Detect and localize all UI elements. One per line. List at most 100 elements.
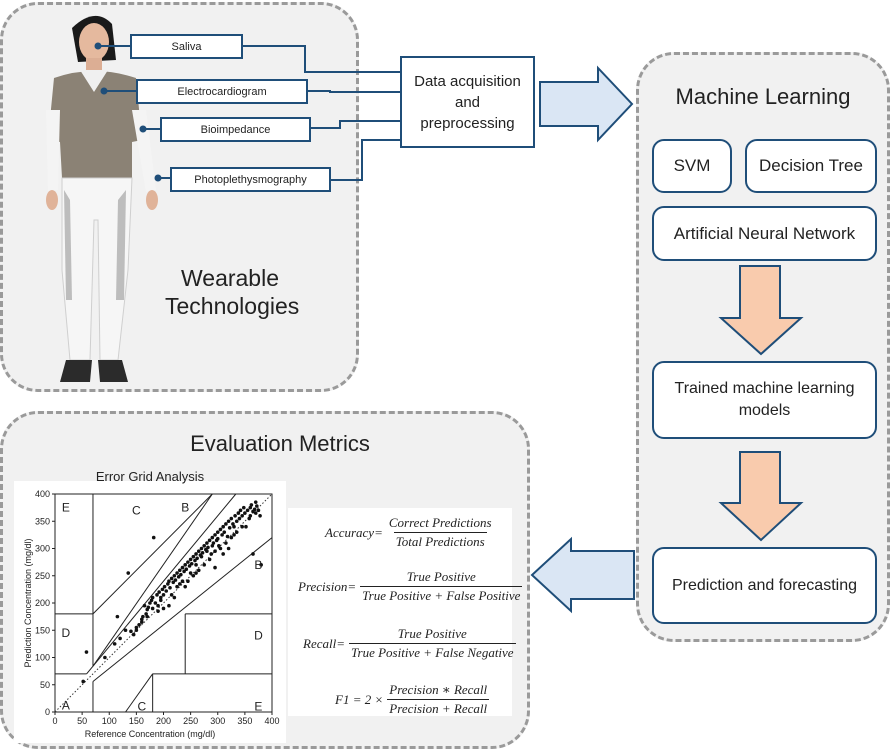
zone-boundary-line — [92, 493, 213, 667]
data-point — [191, 573, 196, 578]
data-point — [221, 552, 225, 556]
recall-numerator: True Positive — [397, 626, 467, 641]
data-point — [258, 514, 262, 518]
data-point — [118, 636, 122, 641]
arrow-to-evaluation — [530, 536, 635, 614]
wearable-title-line2: Technologies — [165, 293, 300, 319]
data-point — [226, 546, 231, 551]
x-tick-label: 0 — [52, 716, 57, 726]
data-point — [249, 503, 254, 507]
data-point — [167, 603, 171, 608]
zone-label: E — [254, 700, 262, 714]
data-point — [240, 514, 244, 518]
data-point — [162, 584, 167, 589]
data-point — [175, 584, 179, 589]
data-point — [211, 541, 216, 545]
data-point — [169, 576, 174, 581]
data-point — [225, 534, 230, 539]
data-point — [177, 568, 182, 573]
data-point — [253, 500, 258, 504]
y-tick-label: 100 — [35, 653, 50, 663]
data-point — [252, 507, 257, 512]
data-point — [175, 571, 179, 575]
data-point — [103, 655, 107, 660]
data-point — [210, 543, 215, 548]
data-point — [199, 546, 204, 551]
formulas-area — [288, 508, 512, 716]
data-point — [188, 557, 193, 562]
data-point — [240, 524, 244, 529]
data-point — [194, 571, 198, 575]
x-tick-label: 50 — [77, 716, 87, 726]
photoplethysmography-sensor-label: Photoplethysmography — [170, 167, 331, 192]
data-point — [183, 563, 187, 567]
x-tick-label: 200 — [156, 716, 171, 726]
data-point — [81, 679, 86, 684]
accuracy-denominator: Total Predictions — [393, 532, 487, 549]
f1-lhs: F1 — [335, 691, 350, 707]
data-point — [248, 505, 253, 510]
y-tick-label: 50 — [40, 680, 50, 690]
data-point — [142, 603, 147, 608]
data-point — [215, 536, 220, 541]
data-point — [145, 614, 150, 619]
acquisition-line3: preprocessing — [420, 114, 515, 132]
data-point — [221, 524, 225, 529]
zone-label: D — [254, 629, 263, 643]
data-point — [176, 575, 181, 579]
data-point — [158, 598, 163, 603]
data-point — [156, 609, 160, 613]
data-point — [247, 516, 252, 521]
electrocardiogram-sensor-label: Electrocardiogram — [136, 79, 308, 104]
x-tick-label: 100 — [102, 716, 117, 726]
f1-numerator: Precision ∗ Recall — [389, 682, 488, 697]
x-tick-label: 400 — [264, 716, 279, 726]
svm-box: SVM — [652, 139, 732, 193]
data-point — [172, 595, 177, 600]
zone-label: B — [254, 558, 262, 572]
data-point — [141, 614, 145, 619]
zone-boundary-line — [92, 493, 213, 615]
recall-lhs: Recall — [303, 635, 337, 651]
data-point — [180, 565, 185, 570]
data-point — [199, 554, 204, 559]
data-point — [236, 511, 241, 515]
data-point — [144, 612, 148, 616]
data-point — [157, 590, 161, 594]
data-point — [227, 525, 232, 530]
x-tick-label: 350 — [237, 716, 252, 726]
data-point — [202, 563, 206, 567]
zone-label: D — [62, 626, 71, 640]
data-point — [196, 568, 201, 573]
precision-denominator: True Positive + False Positive — [360, 586, 523, 603]
data-point — [245, 508, 250, 513]
data-point — [164, 589, 169, 593]
data-point — [202, 543, 206, 548]
data-point — [206, 545, 210, 550]
x-tick-label: 300 — [210, 716, 225, 726]
data-point — [196, 549, 201, 554]
data-point — [229, 535, 234, 540]
data-point — [205, 549, 209, 554]
data-point — [148, 601, 152, 605]
data-point — [237, 516, 242, 521]
data-point — [218, 527, 223, 532]
data-point — [215, 530, 220, 534]
accuracy-numerator: Correct Predictions — [388, 515, 492, 530]
data-point — [194, 552, 198, 556]
x-tick-label: 150 — [129, 716, 144, 726]
data-point — [177, 582, 182, 586]
data-point — [168, 585, 172, 590]
data-point — [150, 595, 155, 600]
data-point — [187, 564, 192, 568]
wearable-title: Wearable Technologies — [165, 264, 300, 320]
y-tick-label: 400 — [35, 489, 50, 499]
data-point — [193, 558, 197, 563]
ann-box: Artificial Neural Network — [652, 206, 877, 261]
y-tick-label: 250 — [35, 571, 50, 581]
data-point — [232, 524, 236, 529]
